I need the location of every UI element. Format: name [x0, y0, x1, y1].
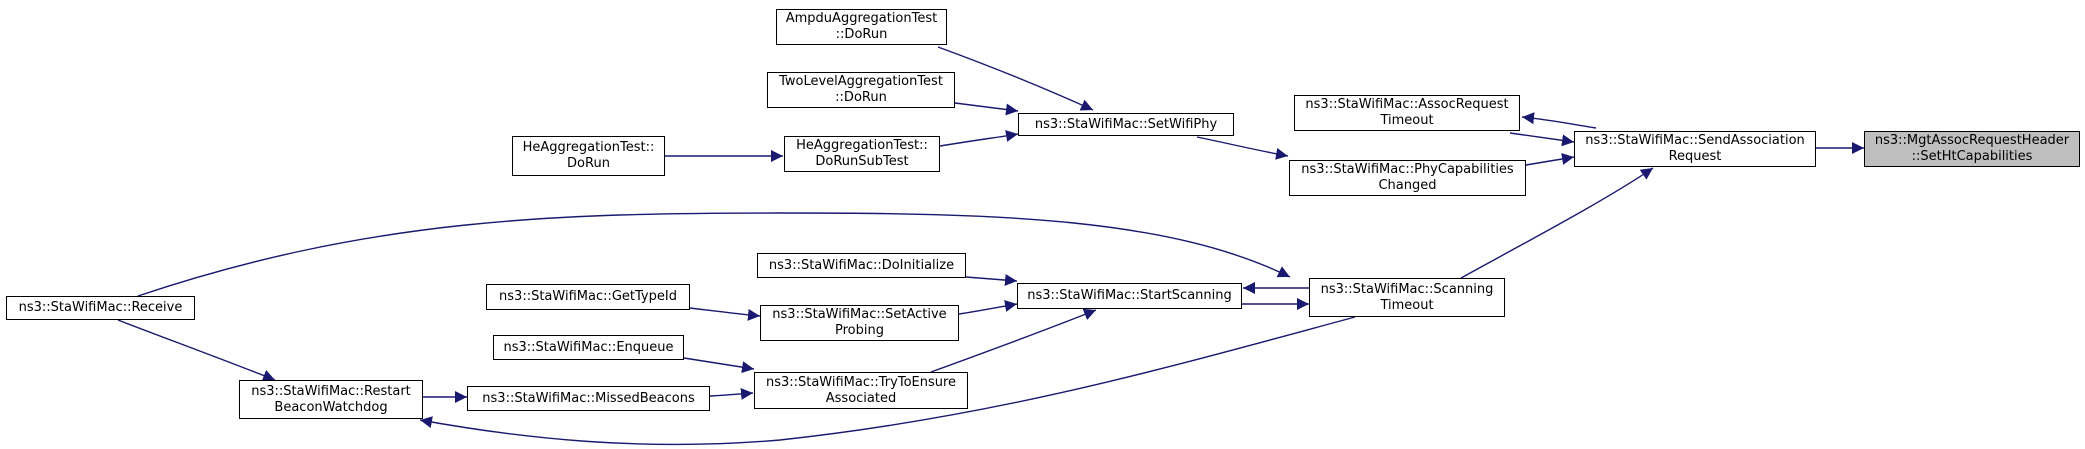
node-assoc-request-timeout[interactable]: ns3::StaWifiMac::AssocRequest Timeout [1294, 95, 1520, 131]
edge-ampdu-to-set-wifi-phy [937, 46, 1094, 111]
node-ampdu-aggregation-test[interactable]: AmpduAggregationTest ::DoRun [776, 9, 947, 45]
node-set-ht-capabilities: ns3::MgtAssocRequestHeader ::SetHtCapabi… [1864, 131, 2080, 167]
node-set-ht-capabilities-line1: ns3::MgtAssocRequestHeader [1874, 133, 2070, 148]
node-get-type-id[interactable]: ns3::StaWifiMac::GetTypeId [486, 284, 690, 310]
node-restart-beacon-watchdog-line1: ns3::StaWifiMac::Restart [251, 383, 411, 399]
node-assoc-request-timeout-line2: Timeout [1380, 113, 1434, 128]
node-try-to-ensure-associated[interactable]: ns3::StaWifiMac::TryToEnsure Associated [754, 372, 968, 409]
edge-assoc-request-timeout-to-send-association-request [1509, 132, 1575, 147]
node-he-do-run-line2: DoRun [567, 156, 610, 171]
node-phy-capabilities-changed[interactable]: ns3::StaWifiMac::PhyCapabilities Changed [1289, 160, 1526, 196]
node-send-association-request[interactable]: ns3::StaWifiMac::SendAssociation Request [1574, 131, 1816, 167]
node-restart-beacon-watchdog[interactable]: ns3::StaWifiMac::Restart BeaconWatchdog [239, 380, 423, 419]
edge-do-run-sub-test-to-set-wifi-phy [939, 130, 1019, 147]
node-ampdu-aggregation-test-line2: ::DoRun [835, 27, 888, 42]
node-set-ht-capabilities-line2: ::SetHtCapabilities [1911, 149, 2033, 164]
edge-scanning-timeout-to-send-association-request [1460, 167, 1654, 279]
edge-scanning-timeout-to-restart-beacon-watchdog [419, 316, 1356, 446]
node-scanning-timeout-line2: Timeout [1380, 297, 1434, 313]
node-missed-beacons[interactable]: ns3::StaWifiMac::MissedBeacons [467, 386, 710, 411]
node-enqueue-line1: ns3::StaWifiMac::Enqueue [503, 339, 674, 355]
node-two-level-aggregation-test-line1: TwoLevelAggregationTest [779, 74, 943, 89]
node-he-do-run-sub-test-line1: HeAggregationTest:: [796, 138, 928, 153]
node-send-association-request-line2: Request [1668, 149, 1722, 164]
edge-receive-to-restart-beacon-watchdog [117, 319, 276, 382]
node-send-association-request-line1: ns3::StaWifiMac::SendAssociation [1585, 133, 1805, 148]
node-receive[interactable]: ns3::StaWifiMac::Receive [6, 296, 195, 320]
node-get-type-id-line1: ns3::StaWifiMac::GetTypeId [499, 289, 677, 304]
node-start-scanning-line1: ns3::StaWifiMac::StartScanning [1027, 288, 1232, 303]
node-he-do-run[interactable]: HeAggregationTest:: DoRun [512, 136, 665, 176]
node-scanning-timeout[interactable]: ns3::StaWifiMac::Scanning Timeout [1309, 278, 1505, 317]
node-set-active-probing-line2: Probing [835, 323, 884, 338]
node-try-to-ensure-associated-line2: Associated [825, 390, 897, 406]
edge-set-wifi-phy-to-phy-capabilities-changed [1196, 136, 1289, 160]
node-he-do-run-sub-test[interactable]: HeAggregationTest:: DoRunSubTest [784, 136, 940, 172]
edge-send-association-request-to-assoc-request-timeout [1521, 112, 1597, 129]
node-enqueue[interactable]: ns3::StaWifiMac::Enqueue [493, 335, 684, 360]
node-he-do-run-sub-test-line2: DoRunSubTest [815, 154, 909, 169]
node-do-initialize-line1: ns3::StaWifiMac::DoInitialize [768, 257, 955, 273]
node-two-level-aggregation-test[interactable]: TwoLevelAggregationTest ::DoRun [767, 72, 955, 108]
node-receive-line1: ns3::StaWifiMac::Receive [18, 300, 183, 315]
node-set-wifi-phy[interactable]: ns3::StaWifiMac::SetWifiPhy [1018, 113, 1234, 136]
node-set-active-probing[interactable]: ns3::StaWifiMac::SetActive Probing [760, 305, 959, 341]
node-start-scanning[interactable]: ns3::StaWifiMac::StartScanning [1017, 283, 1242, 309]
edge-do-initialize-to-start-scanning [965, 274, 1018, 286]
node-assoc-request-timeout-line1: ns3::StaWifiMac::AssocRequest [1305, 97, 1509, 112]
node-set-active-probing-line1: ns3::StaWifiMac::SetActive [772, 307, 947, 322]
node-phy-capabilities-changed-line1: ns3::StaWifiMac::PhyCapabilities [1301, 162, 1514, 177]
edge-receive-to-scanning-timeout [137, 212, 1291, 297]
edge-enqueue-to-try-to-ensure-associated [683, 357, 755, 374]
node-phy-capabilities-changed-line2: Changed [1378, 178, 1437, 193]
node-do-initialize[interactable]: ns3::StaWifiMac::DoInitialize [757, 253, 966, 278]
edge-missed-beacons-to-try-to-ensure-associated [709, 387, 754, 400]
node-restart-beacon-watchdog-line2: BeaconWatchdog [274, 399, 388, 415]
edge-try-to-ensure-associated-to-start-scanning [930, 308, 1097, 373]
node-two-level-aggregation-test-line2: ::DoRun [835, 90, 887, 105]
edge-get-type-id-to-set-active-probing [689, 307, 761, 321]
node-try-to-ensure-associated-line1: ns3::StaWifiMac::TryToEnsure [765, 374, 957, 390]
edge-phy-capabilities-changed-to-send-association-request [1525, 153, 1575, 166]
edge-set-active-probing-to-start-scanning [958, 300, 1018, 315]
node-he-do-run-line1: HeAggregationTest:: [522, 140, 655, 155]
node-scanning-timeout-line1: ns3::StaWifiMac::Scanning [1320, 281, 1494, 297]
edge-two-level-to-set-wifi-phy [954, 102, 1019, 116]
node-ampdu-aggregation-test-line1: AmpduAggregationTest [785, 11, 938, 26]
node-set-wifi-phy-line1: ns3::StaWifiMac::SetWifiPhy [1034, 116, 1218, 132]
node-missed-beacons-line1: ns3::StaWifiMac::MissedBeacons [482, 390, 695, 406]
